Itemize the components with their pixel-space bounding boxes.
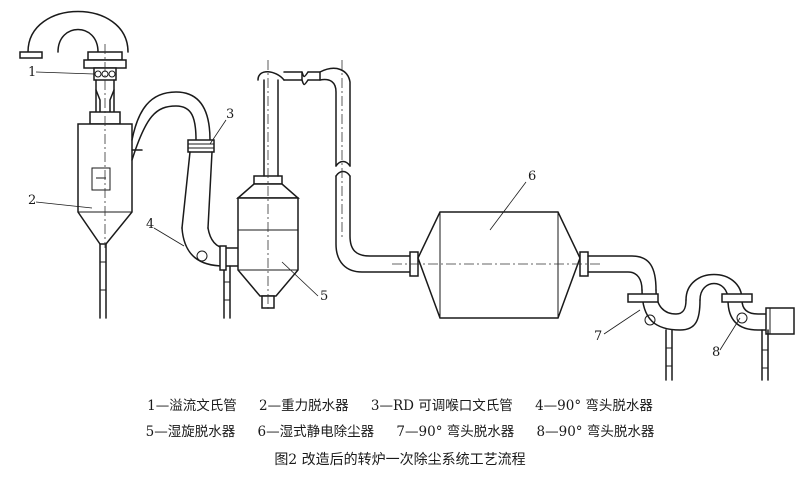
overflow-venturi (19, 10, 129, 113)
figure-caption: 图2 改造后的转炉一次除尘系统工艺流程 (274, 452, 526, 468)
legend-item-1: 1—溢流文氏管 (147, 398, 237, 414)
legend-item-6: 6—湿式静电除尘器 (257, 424, 375, 440)
elbow-dewaterer-7 (627, 289, 701, 381)
marker-8: 8 (712, 317, 741, 360)
marker-5: 5 (281, 261, 328, 304)
elbow-dewaterer-4 (181, 227, 241, 319)
legend-item-8: 8—90° 弯头脱水器 (536, 424, 655, 440)
elbow-dewaterer-8 (721, 293, 795, 381)
legend-item-7: 7—90° 弯头脱水器 (396, 424, 515, 440)
legend-row-1: 1—溢流文氏管 2—重力脱水器 3—RD 可调喉口文氏管 4—90° 弯头脱水器 (0, 394, 800, 414)
marker-8-text: 8 (712, 345, 720, 360)
legend-item-2: 2—重力脱水器 (259, 398, 349, 414)
rd-venturi (181, 139, 215, 229)
gravity-dewaterer (77, 111, 143, 319)
legend-row-2: 5—湿旋脱水器 6—湿式静电除尘器 7—90° 弯头脱水器 8—90° 弯头脱水… (0, 420, 800, 440)
marker-3-text: 3 (226, 107, 234, 122)
marker-1-text: 1 (28, 65, 36, 80)
downcomer-pipe (319, 67, 419, 277)
marker-2-text: 2 (28, 193, 36, 208)
marker-7-text: 7 (594, 329, 602, 344)
legend-item-3: 3—RD 可调喉口文氏管 (370, 398, 513, 414)
legend-item-4: 4—90° 弯头脱水器 (535, 398, 653, 414)
marker-1: 1 (28, 65, 95, 80)
process-flow-diagram: 1 2 3 4 5 6 7 8 (19, 10, 795, 381)
marker-6: 6 (489, 169, 536, 231)
wet-cyclone-dewaterer (236, 71, 321, 309)
marker-4-text: 4 (146, 217, 154, 232)
marker-7: 7 (594, 309, 641, 344)
marker-6-text: 6 (528, 169, 536, 184)
marker-4: 4 (146, 217, 185, 247)
marker-2: 2 (28, 193, 93, 209)
wet-electrostatic-precipitator (417, 211, 589, 319)
centerlines (104, 44, 600, 310)
marker-5-text: 5 (320, 289, 328, 304)
legend-item-5: 5—湿旋脱水器 (145, 424, 236, 440)
marker-3: 3 (209, 107, 234, 145)
gooseneck-pipe (131, 91, 211, 161)
outlet-pipe (587, 255, 657, 291)
